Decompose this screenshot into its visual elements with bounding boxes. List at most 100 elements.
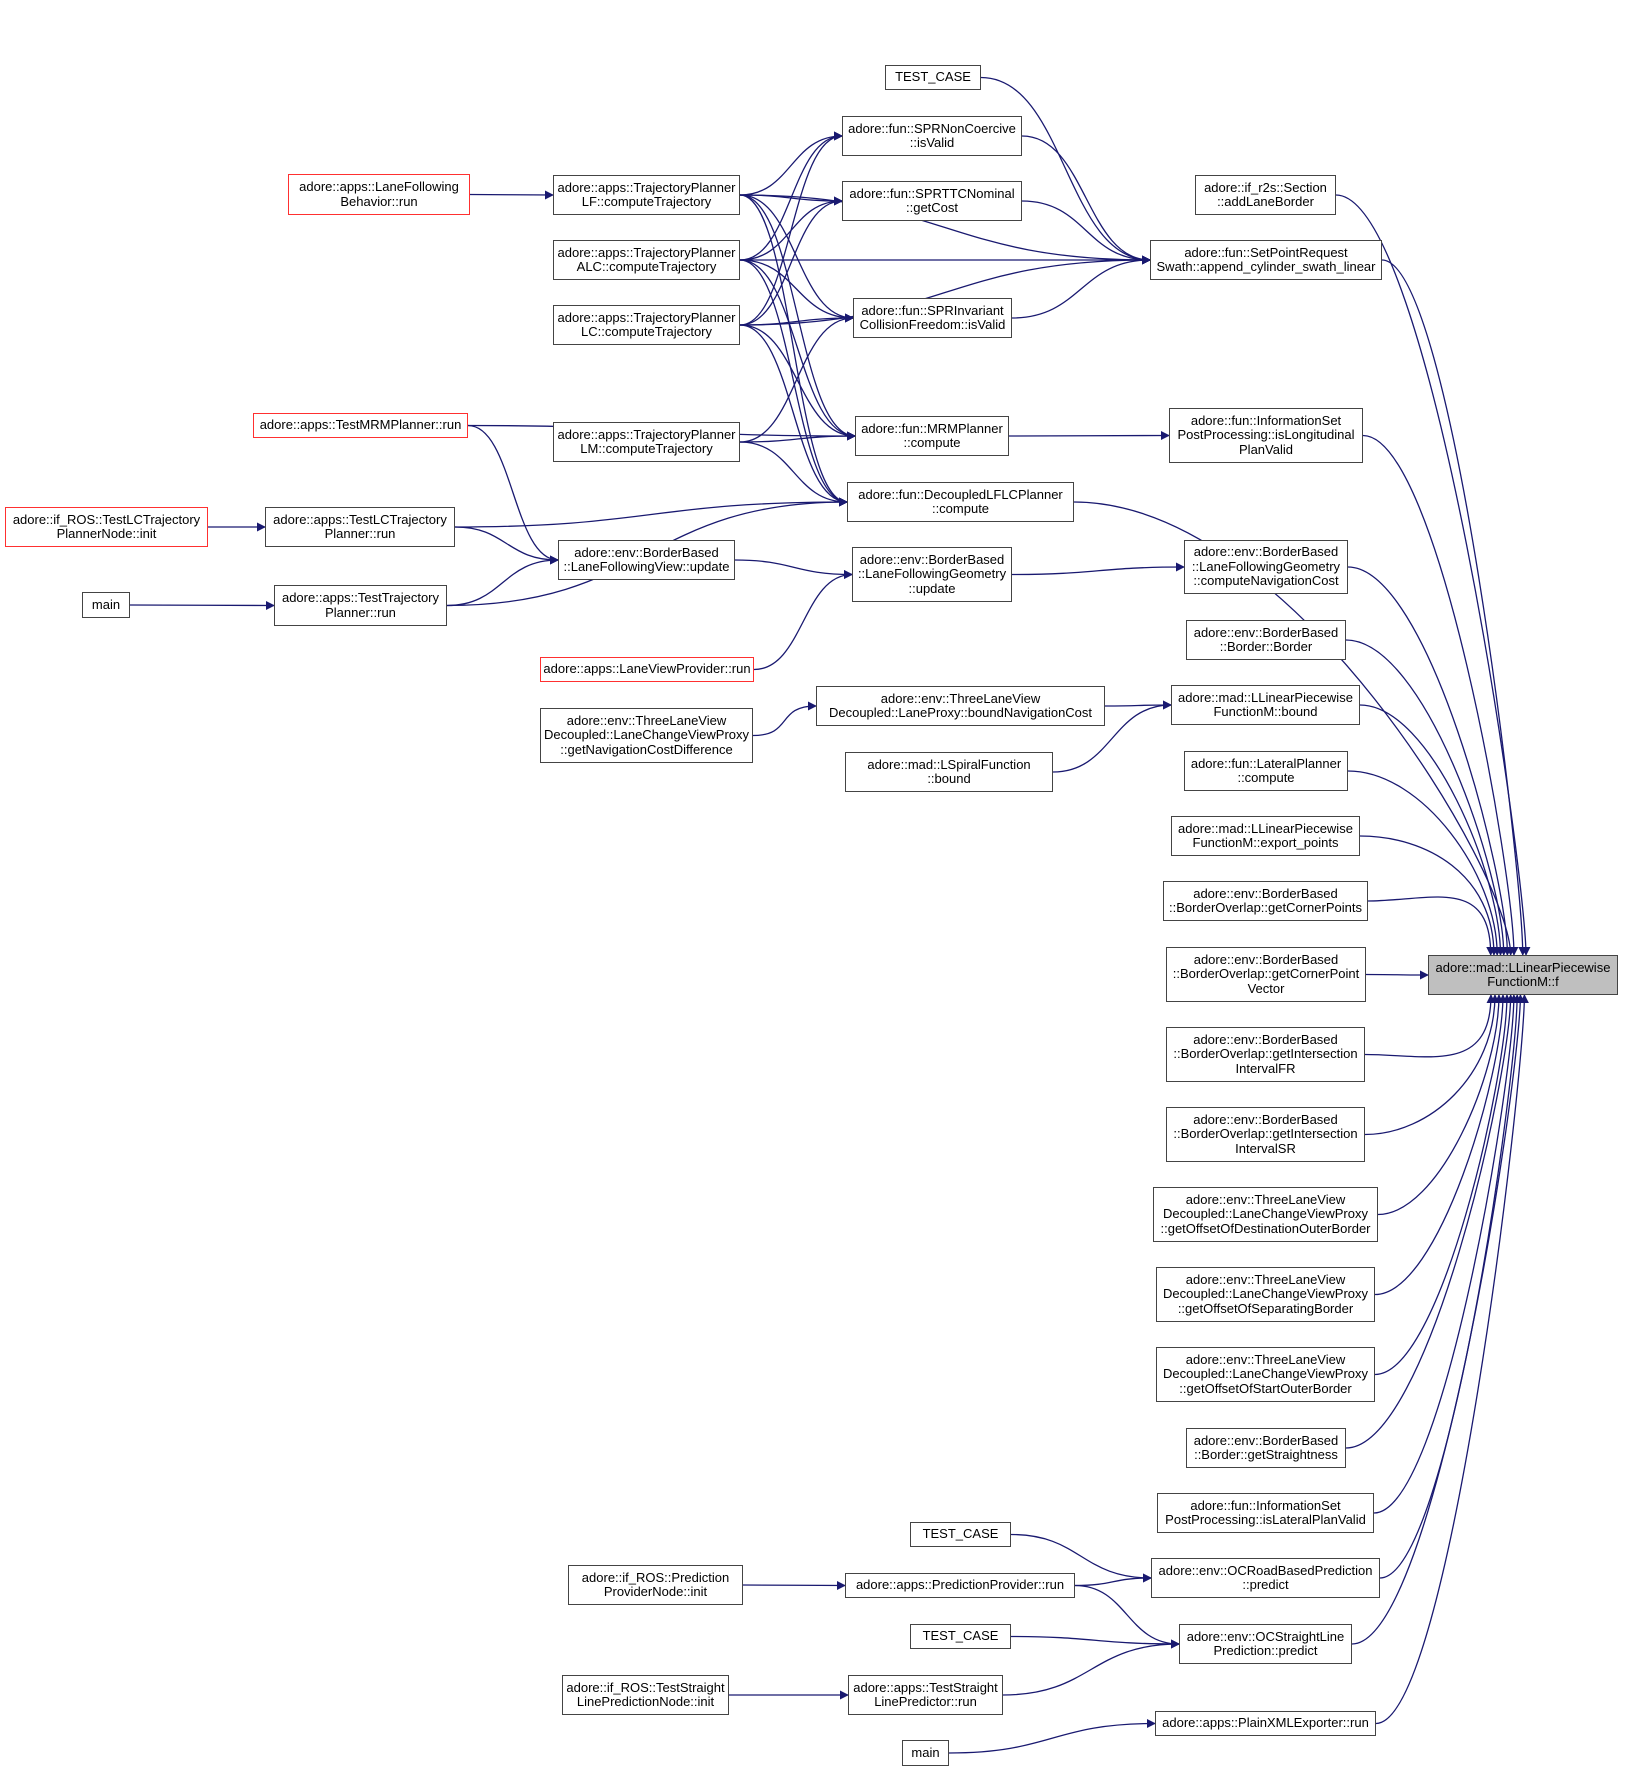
edge-tp-lc-to-spr-noncoercive bbox=[739, 131, 843, 326]
node-intersect-sr[interactable]: adore::env::BorderBased ::BorderOverlap:… bbox=[1166, 1107, 1365, 1162]
node-test-case1[interactable]: TEST_CASE bbox=[885, 65, 981, 90]
node-tp-lm[interactable]: adore::apps::TrajectoryPlanner LM::compu… bbox=[553, 422, 740, 462]
node-testtp-run[interactable]: adore::apps::TestTrajectory Planner::run bbox=[274, 585, 447, 626]
node-bound-navcost[interactable]: adore::env::ThreeLaneView Decoupled::Lan… bbox=[816, 686, 1105, 726]
edge-spiral-bound-to-llp-bound bbox=[1052, 700, 1172, 773]
node-tp-lf[interactable]: adore::apps::TrajectoryPlanner LF::compu… bbox=[553, 175, 740, 215]
edge-testtp-run-to-lfv-update bbox=[446, 555, 559, 607]
edge-tp-lm-to-spr-invariant bbox=[739, 313, 854, 443]
edge-plainxml-run-to-target bbox=[1375, 994, 1529, 1725]
node-border-border[interactable]: adore::env::BorderBased ::Border::Border bbox=[1186, 620, 1346, 660]
edge-tp-lc-to-setpoint bbox=[739, 255, 1151, 326]
node-straightness[interactable]: adore::env::BorderBased ::Border::getStr… bbox=[1186, 1428, 1346, 1468]
edge-spr-ttc-to-setpoint bbox=[1021, 200, 1151, 265]
node-prediction-run[interactable]: adore::apps::PredictionProvider::run bbox=[845, 1573, 1075, 1598]
node-testlc-run[interactable]: adore::apps::TestLCTrajectory Planner::r… bbox=[265, 507, 455, 547]
node-offset-sep[interactable]: adore::env::ThreeLaneView Decoupled::Lan… bbox=[1156, 1267, 1375, 1322]
node-spr-invariant[interactable]: adore::fun::SPRInvariant CollisionFreedo… bbox=[853, 298, 1012, 338]
node-is-long-valid[interactable]: adore::fun::InformationSet PostProcessin… bbox=[1169, 408, 1363, 463]
edge-lfg-update-to-compute-navcost bbox=[1011, 562, 1185, 576]
edge-lateral-compute-to-target bbox=[1347, 770, 1502, 956]
node-ros-straight[interactable]: adore::if_ROS::TestStraight LinePredicti… bbox=[562, 1675, 729, 1715]
node-test-case3[interactable]: TEST_CASE bbox=[910, 1624, 1011, 1649]
edge-tp-lf-to-mrm-compute bbox=[739, 194, 856, 441]
edge-add-lane-border-to-target bbox=[1335, 194, 1531, 956]
node-ros-prediction[interactable]: adore::if_ROS::Prediction ProviderNode::… bbox=[568, 1565, 743, 1605]
node-ocstraight-predict[interactable]: adore::env::OCStraightLine Prediction::p… bbox=[1179, 1624, 1352, 1664]
node-corner-point-vec[interactable]: adore::env::BorderBased ::BorderOverlap:… bbox=[1166, 947, 1366, 1002]
node-spr-noncoercive[interactable]: adore::fun::SPRNonCoercive ::isValid bbox=[842, 116, 1022, 156]
edge-tp-lm-to-decoupled bbox=[739, 441, 848, 507]
edge-corner-points-to-target bbox=[1367, 896, 1496, 956]
edge-mrm-compute-to-is-long-valid bbox=[1008, 431, 1170, 441]
edge-intersect-sr-to-target bbox=[1364, 994, 1500, 1136]
edge-lfb-run-to-tp-lf bbox=[469, 190, 554, 200]
edge-compute-navcost-to-target bbox=[1347, 566, 1512, 956]
edge-setpoint-to-target bbox=[1381, 259, 1528, 956]
edge-testlc-run-to-decoupled bbox=[454, 497, 848, 528]
node-spiral-bound[interactable]: adore::mad::LSpiralFunction ::bound bbox=[845, 752, 1053, 792]
edge-tp-lf-to-spr-invariant bbox=[739, 194, 854, 323]
edge-tp-lf-to-decoupled bbox=[739, 194, 848, 507]
node-intersect-fr[interactable]: adore::env::BorderBased ::BorderOverlap:… bbox=[1166, 1027, 1365, 1082]
node-test-case2[interactable]: TEST_CASE bbox=[910, 1522, 1011, 1547]
node-target[interactable]: adore::mad::LLinearPiecewise FunctionM::… bbox=[1428, 955, 1618, 995]
node-tp-alc[interactable]: adore::apps::TrajectoryPlanner ALC::comp… bbox=[553, 240, 740, 280]
edge-ocstraight-predict-to-target bbox=[1351, 994, 1525, 1645]
edge-spr-noncoercive-to-setpoint bbox=[1021, 135, 1151, 265]
node-llp-bound[interactable]: adore::mad::LLinearPiecewise FunctionM::… bbox=[1171, 685, 1360, 725]
edge-tp-alc-to-decoupled bbox=[739, 259, 848, 507]
node-corner-points[interactable]: adore::env::BorderBased ::BorderOverlap:… bbox=[1163, 881, 1368, 921]
edge-border-border-to-target bbox=[1345, 639, 1509, 956]
edge-spr-invariant-to-setpoint bbox=[1011, 255, 1151, 319]
edge-ros-prediction-to-prediction-run bbox=[742, 1580, 846, 1590]
edge-offset-sep-to-target bbox=[1374, 994, 1508, 1296]
node-lfb-run[interactable]: adore::apps::LaneFollowing Behavior::run bbox=[288, 174, 470, 215]
node-lateral-compute[interactable]: adore::fun::LateralPlanner ::compute bbox=[1184, 751, 1348, 791]
node-tp-lc[interactable]: adore::apps::TrajectoryPlanner LC::compu… bbox=[553, 305, 740, 345]
edge-tp-lf-to-setpoint bbox=[739, 194, 1151, 265]
edge-test-case1-to-setpoint bbox=[980, 76, 1151, 265]
node-add-lane-border[interactable]: adore::if_r2s::Section ::addLaneBorder bbox=[1195, 175, 1336, 215]
node-main1[interactable]: main bbox=[82, 592, 130, 618]
node-lfv-update[interactable]: adore::env::BorderBased ::LaneFollowingV… bbox=[558, 540, 735, 580]
node-test-mrm[interactable]: adore::apps::TestMRMPlanner::run bbox=[253, 413, 468, 438]
edge-test-case2-to-ocroad-predict bbox=[1010, 1533, 1152, 1583]
edge-test-mrm-to-lfv-update bbox=[467, 424, 559, 565]
node-lfg-update[interactable]: adore::env::BorderBased ::LaneFollowingG… bbox=[852, 547, 1012, 602]
edge-straightness-to-target bbox=[1345, 994, 1516, 1449]
node-offset-dest[interactable]: adore::env::ThreeLaneView Decoupled::Lan… bbox=[1153, 1187, 1378, 1242]
edge-tp-lc-to-mrm-compute bbox=[739, 324, 856, 441]
node-mrm-compute[interactable]: adore::fun::MRMPlanner ::compute bbox=[855, 416, 1009, 456]
edge-tp-lc-to-spr-ttc bbox=[739, 196, 843, 326]
node-ros-testlc[interactable]: adore::if_ROS::TestLCTrajectory PlannerN… bbox=[5, 507, 208, 547]
node-straight-run[interactable]: adore::apps::TestStraight LinePredictor:… bbox=[848, 1675, 1003, 1715]
edge-corner-point-vec-to-target bbox=[1365, 970, 1429, 980]
edge-offset-start-to-target bbox=[1374, 994, 1512, 1376]
edge-main2-to-plainxml-run bbox=[948, 1719, 1156, 1754]
node-decoupled[interactable]: adore::fun::DecoupledLFLCPlanner ::compu… bbox=[847, 482, 1074, 522]
edge-tp-alc-to-spr-noncoercive bbox=[739, 131, 843, 261]
node-export-points[interactable]: adore::mad::LLinearPiecewise FunctionM::… bbox=[1171, 816, 1360, 856]
edge-navcost-diff-to-bound-navcost bbox=[752, 701, 817, 737]
edge-lvp-run-to-lfg-update bbox=[753, 570, 853, 671]
node-setpoint[interactable]: adore::fun::SetPointRequest Swath::appen… bbox=[1150, 240, 1382, 280]
node-ocroad-predict[interactable]: adore::env::OCRoadBasedPrediction ::pred… bbox=[1151, 1558, 1380, 1598]
edge-testlc-run-to-lfv-update bbox=[454, 526, 559, 565]
edge-tp-alc-to-mrm-compute bbox=[739, 259, 856, 441]
node-plainxml-run[interactable]: adore::apps::PlainXMLExporter::run bbox=[1155, 1711, 1376, 1736]
node-is-lat-valid[interactable]: adore::fun::InformationSet PostProcessin… bbox=[1157, 1493, 1374, 1533]
node-compute-navcost[interactable]: adore::env::BorderBased ::LaneFollowingG… bbox=[1184, 540, 1348, 594]
node-offset-start[interactable]: adore::env::ThreeLaneView Decoupled::Lan… bbox=[1156, 1347, 1375, 1402]
node-navcost-diff[interactable]: adore::env::ThreeLaneView Decoupled::Lan… bbox=[540, 708, 753, 763]
edge-prediction-run-to-ocstraight-predict bbox=[1074, 1584, 1180, 1649]
edge-lfv-update-to-lfg-update bbox=[734, 559, 853, 579]
edge-prediction-run-to-ocroad-predict bbox=[1074, 1573, 1152, 1587]
edge-intersect-fr-to-target bbox=[1364, 994, 1496, 1058]
node-main2[interactable]: main bbox=[902, 1740, 949, 1766]
node-spr-ttc[interactable]: adore::fun::SPRTTCNominal ::getCost bbox=[842, 181, 1022, 221]
edge-straight-run-to-ocstraight-predict bbox=[1002, 1639, 1180, 1696]
edge-llp-bound-to-target bbox=[1359, 704, 1505, 956]
edge-tp-lf-to-spr-noncoercive bbox=[739, 131, 843, 196]
node-lvp-run[interactable]: adore::apps::LaneViewProvider::run bbox=[540, 657, 754, 682]
